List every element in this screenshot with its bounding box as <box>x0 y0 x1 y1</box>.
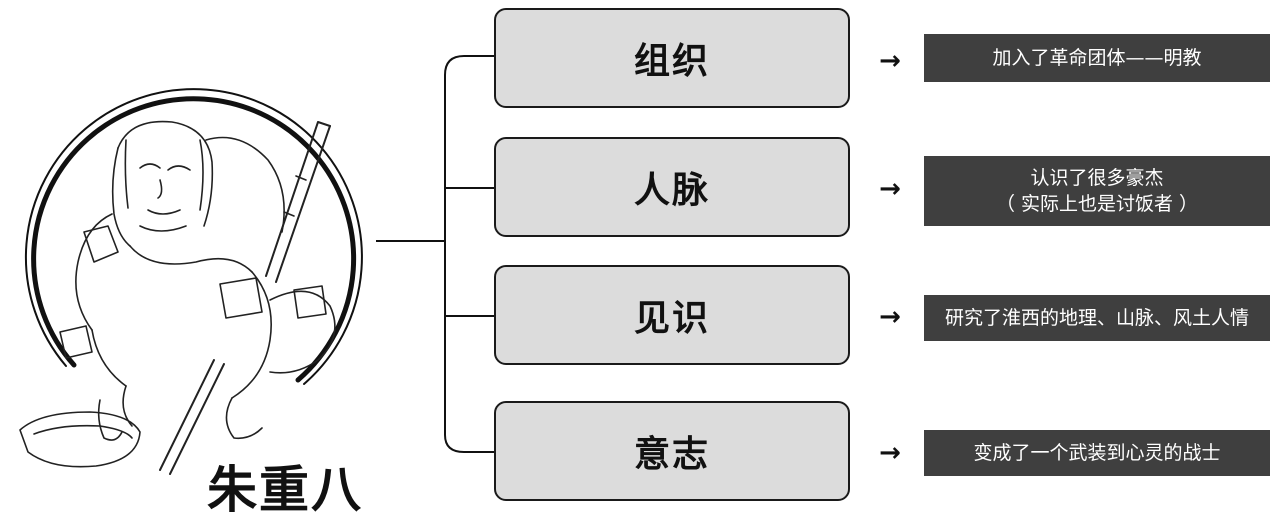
ring-arc-outer <box>31 96 357 383</box>
description-line: 加入了革命团体——明教 <box>992 47 1202 69</box>
category-box-knowledge: 见识 <box>494 265 850 365</box>
ring-arc-inner <box>24 88 363 385</box>
figure-name: 朱重八 <box>207 460 363 519</box>
category-box-connections: 人脉 <box>494 137 850 237</box>
beggar-sketch-icon <box>19 120 336 475</box>
description-box-knowledge: 研究了淮西的地理、山脉、风土人情 <box>924 295 1270 341</box>
description-box-organization: 加入了革命团体——明教 <box>924 34 1270 82</box>
category-box-will: 意志 <box>494 401 850 501</box>
description-line: 认识了很多豪杰 <box>1030 167 1164 189</box>
arrow-right-icon: → <box>879 302 901 332</box>
description-box-will: 变成了一个武装到心灵的战士 <box>924 430 1270 476</box>
arrow-right-icon: → <box>879 174 901 204</box>
description-line: 研究了淮西的地理、山脉、风土人情 <box>944 307 1249 329</box>
connector-spine <box>444 55 494 453</box>
arrow-right-icon: → <box>879 438 901 468</box>
arrow-right-icon: → <box>879 46 901 76</box>
category-box-organization: 组织 <box>494 8 850 108</box>
description-box-connections: 认识了很多豪杰 （ 实际上也是讨饭者 ） <box>924 156 1270 226</box>
description-line: 变成了一个武装到心灵的战士 <box>973 442 1221 464</box>
description-line: （ 实际上也是讨饭者 ） <box>995 193 1199 215</box>
